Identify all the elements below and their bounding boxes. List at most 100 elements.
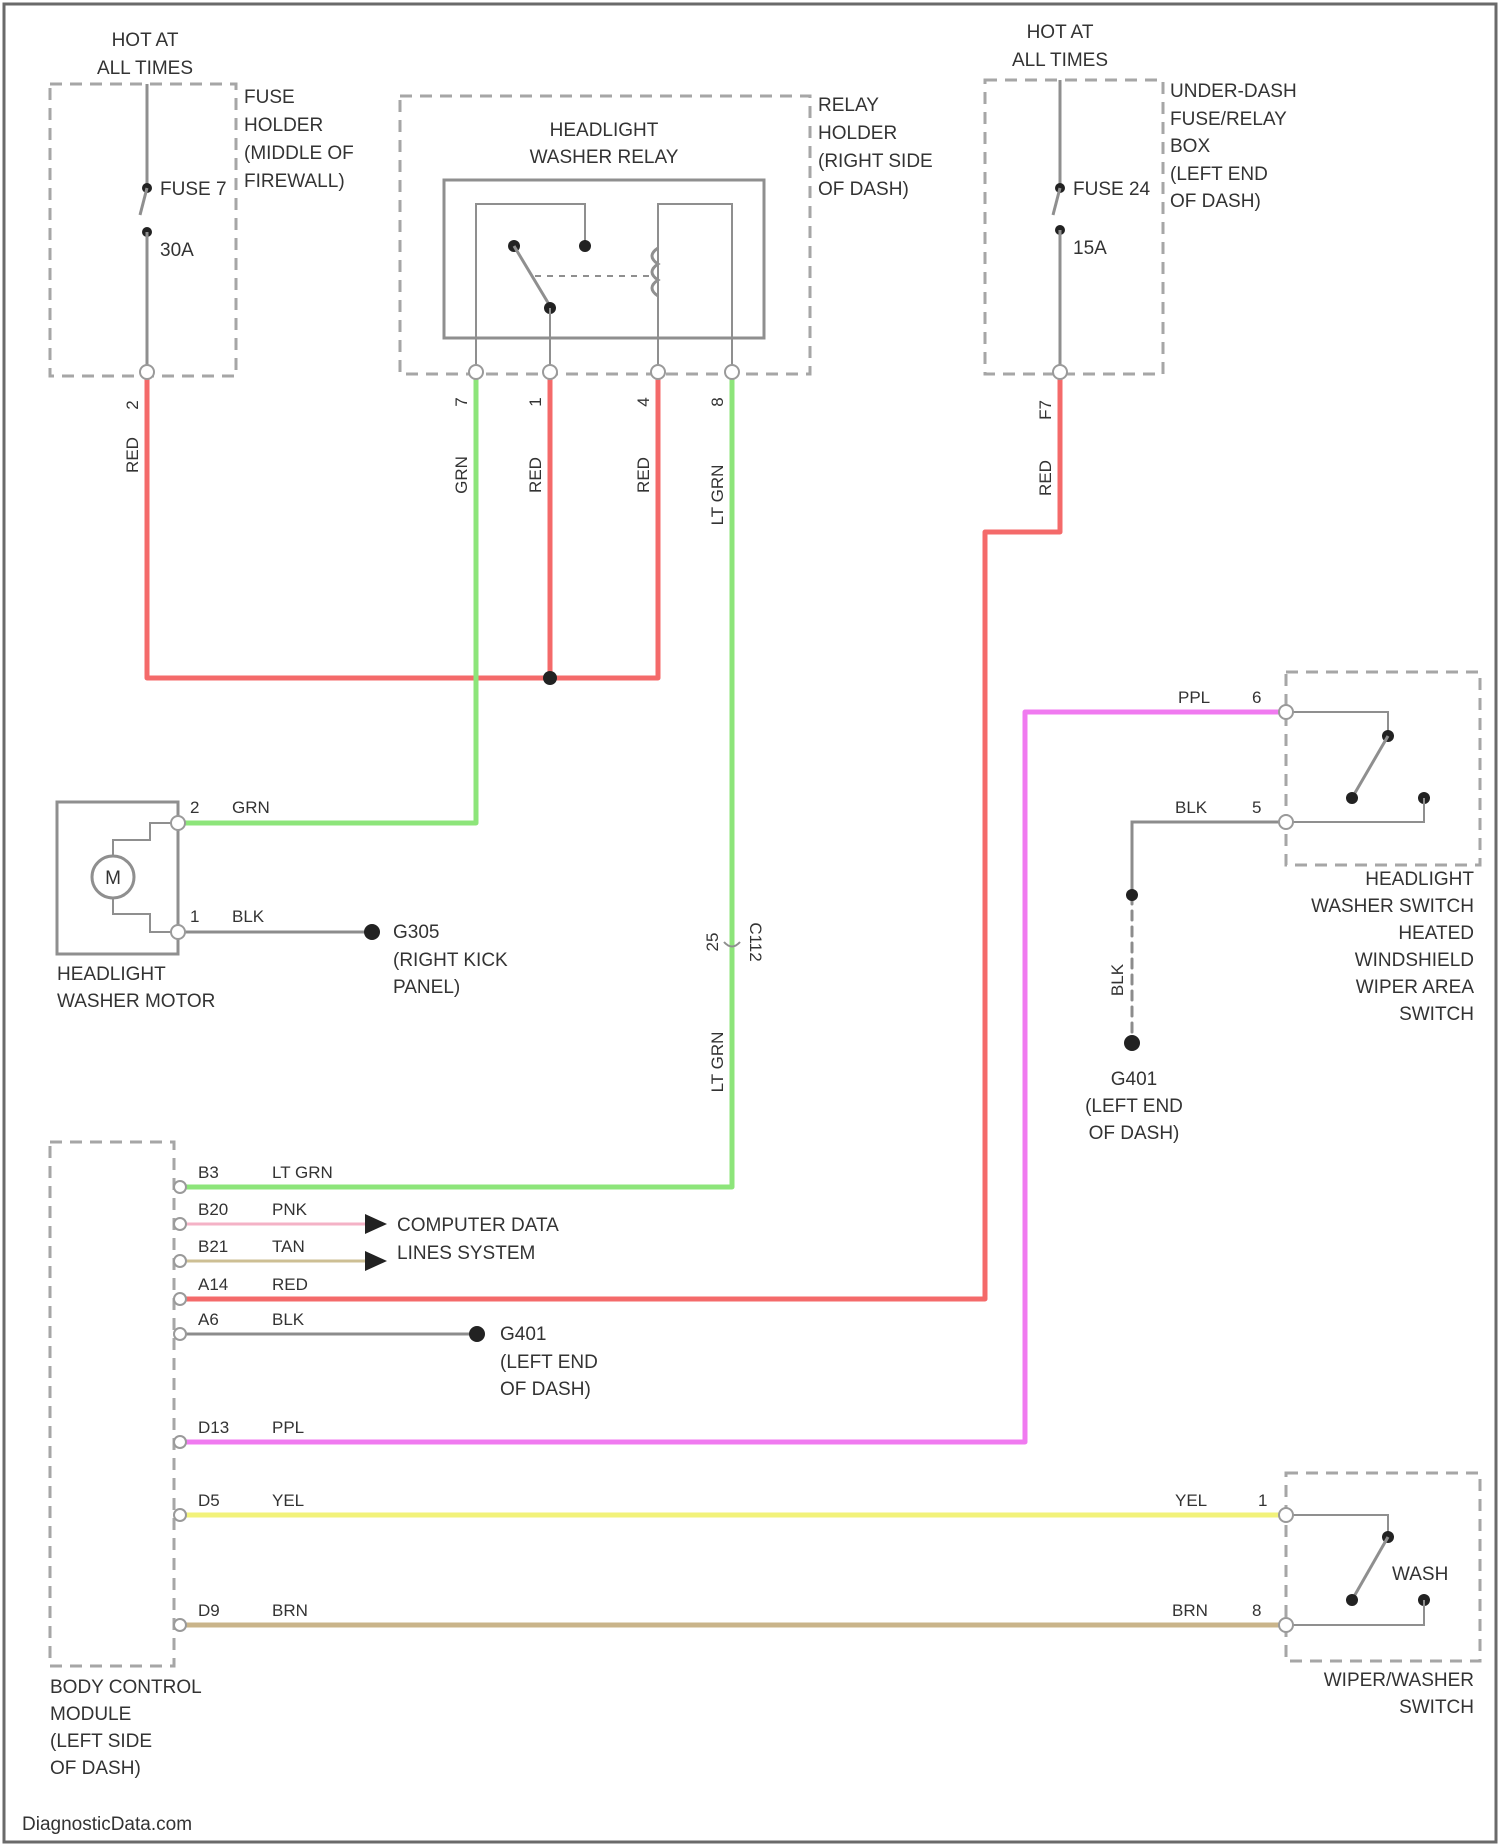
bcm-pin-b21-wire: TAN [272, 1237, 305, 1256]
bcm-pin-a14-label: A14 [198, 1275, 228, 1294]
hl-switch-g401-label-3: OF DASH) [1089, 1123, 1180, 1144]
bcm-pin-b21-terminal [174, 1255, 186, 1267]
fuse24-pin-label: F7 [1036, 400, 1055, 420]
fuse24-location-4: (LEFT END [1170, 164, 1268, 185]
fuse24-hot-label-2: ALL TIMES [1012, 50, 1108, 71]
motor-symbol-label: M [105, 868, 121, 889]
wiper-switch-arm [1352, 1537, 1388, 1600]
hl-switch-g401-label-2: (LEFT END [1085, 1096, 1183, 1117]
bcm-pin-a6-terminal [174, 1328, 186, 1340]
relay-location-3: (RIGHT SIDE [818, 151, 933, 172]
fuse7-location-1: FUSE [244, 87, 295, 108]
hl-switch-name-5: WIPER AREA [1356, 977, 1475, 998]
wiper-switch-line-top [1289, 1515, 1388, 1537]
c112-pin-label: 25 [703, 933, 722, 952]
fuse24-name: FUSE 24 [1073, 179, 1151, 200]
fuse24-element [1053, 188, 1060, 215]
bcm-pin-a14-wire: RED [272, 1275, 308, 1294]
hl-switch-arm [1352, 736, 1388, 798]
relay-location-2: HOLDER [818, 123, 897, 144]
relay-location-1: RELAY [818, 95, 879, 116]
fuse7-pin-terminal [140, 365, 154, 379]
bcm-name-4: OF DASH) [50, 1758, 141, 1779]
wiper-switch-name-2: SWITCH [1399, 1697, 1474, 1718]
wire-blk-switch-ground [1132, 822, 1282, 895]
wire-grn-relay-motor [178, 372, 476, 823]
fuse7-hot-label-1: HOT AT [112, 30, 179, 51]
relay-contact-fixed [579, 240, 591, 252]
hl-switch-pin6-wire-label: PPL [1178, 688, 1210, 707]
relay-name-2: WASHER RELAY [530, 147, 679, 168]
bcm-pin-b20-terminal [174, 1218, 186, 1230]
headlight-washer-motor: M 2 GRN 1 BLK HEADLIGHT WASHER MOTOR G30… [57, 798, 508, 1012]
hl-switch-pin5-terminal [1279, 815, 1293, 829]
relay-pin4-terminal [651, 365, 665, 379]
hl-switch-pin5-label: 5 [1252, 798, 1261, 817]
wiper-switch-pin8-label: 8 [1252, 1601, 1261, 1620]
relay-pin1-terminal [543, 365, 557, 379]
fuse24-rating: 15A [1073, 238, 1107, 259]
data-line-arrow-pnk [365, 1214, 387, 1234]
bcm-name-2: MODULE [50, 1704, 131, 1725]
relay-location-4: OF DASH) [818, 179, 909, 200]
data-line-arrow-tan [365, 1251, 387, 1271]
bcm-pin-d13-wire: PPL [272, 1418, 304, 1437]
watermark: DiagnosticData.com [22, 1814, 192, 1835]
relay-name-1: HEADLIGHT [550, 120, 659, 141]
motor-pin2-terminal [171, 816, 185, 830]
fuse7-pin-label: 2 [123, 400, 142, 409]
fuse7-location-4: FIREWALL) [244, 171, 345, 192]
relay-pin7-label: 7 [452, 397, 471, 406]
hl-switch-splice-dot [1126, 889, 1138, 901]
hl-switch-pin6-terminal [1279, 705, 1293, 719]
bcm-pin-a6-label: A6 [198, 1310, 219, 1329]
bcm-pin-d5-label: D5 [198, 1491, 220, 1510]
hl-switch-outline [1286, 672, 1480, 865]
wiper-switch-pin8-wire-label: BRN [1172, 1601, 1208, 1620]
hl-switch-name-6: SWITCH [1399, 1004, 1474, 1025]
wiper-switch-name-1: WIPER/WASHER [1324, 1670, 1474, 1691]
red-splice-junction [543, 671, 557, 685]
bcm-name-1: BODY CONTROL [50, 1677, 202, 1698]
bcm-g401-label-1: G401 [500, 1324, 546, 1345]
hl-switch-name-4: WINDSHIELD [1355, 950, 1474, 971]
bcm-name-3: (LEFT SIDE [50, 1731, 152, 1752]
wire-red-fuse7 [147, 372, 658, 678]
fuse24-box-outline [985, 80, 1163, 374]
hl-switch-name-2: WASHER SWITCH [1311, 896, 1474, 917]
wiper-switch-outline [1286, 1473, 1480, 1661]
fuse24-location-5: OF DASH) [1170, 191, 1261, 212]
motor-pin2-label: 2 [190, 798, 199, 817]
bcm-pin-d9-wire: BRN [272, 1601, 308, 1620]
g305-label-3: PANEL) [393, 977, 460, 998]
g305-label-2: (RIGHT KICK [393, 950, 508, 971]
wire-red-fuse24 [184, 372, 1060, 1299]
bcm-pin-d9-terminal [174, 1619, 186, 1631]
relay-pin1-label: 1 [526, 397, 545, 406]
bcm-g401-ground-symbol [469, 1326, 485, 1342]
relay-pin8-label: 8 [708, 397, 727, 406]
wiper-switch-pin1-wire-label: YEL [1175, 1491, 1207, 1510]
bcm-pin-d5-terminal [174, 1509, 186, 1521]
bcm-pin-d13-label: D13 [198, 1418, 229, 1437]
hl-switch-line-top [1289, 712, 1388, 736]
hl-switch-pin6-label: 6 [1252, 688, 1261, 707]
hl-switch-name-1: HEADLIGHT [1365, 869, 1474, 890]
wiper-switch-pin8-terminal [1279, 1618, 1293, 1632]
motor-name-2: WASHER MOTOR [57, 991, 215, 1012]
hl-switch-contact-pivot [1346, 792, 1358, 804]
bcm-pin-a14-terminal [174, 1293, 186, 1305]
bcm-pin-b3-wire: LT GRN [272, 1163, 333, 1182]
body-control-module: B3 LT GRN B20 PNK B21 TAN A14 RED A6 BLK… [50, 1142, 598, 1779]
bcm-pin-b21-label: B21 [198, 1237, 228, 1256]
headlight-washer-relay: HEADLIGHT WASHER RELAY RELAY HOLDER (RIG… [400, 95, 933, 685]
bcm-pin-b3-terminal [174, 1181, 186, 1193]
c112-name-label: C112 [746, 922, 765, 961]
fuse24-wire-label: RED [1036, 460, 1055, 496]
relay-contact-arm [514, 246, 550, 306]
relay-pin4-wire-label: RED [634, 457, 653, 493]
g305-ground-symbol [364, 924, 380, 940]
motor-pin1-wire-label: BLK [232, 907, 265, 926]
relay-pin8-wire-label: LT GRN [708, 465, 727, 526]
fuse24-location-3: BOX [1170, 136, 1210, 157]
